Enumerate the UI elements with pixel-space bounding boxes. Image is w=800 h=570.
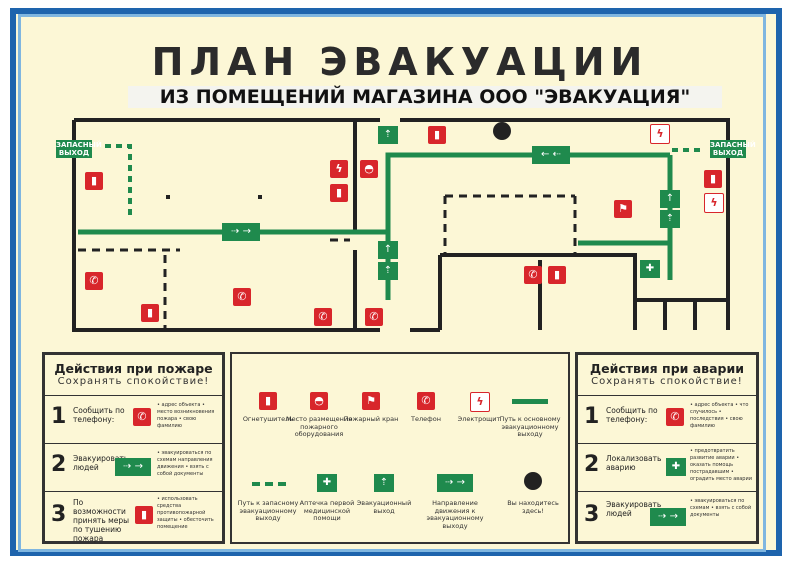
legend-label: Путь к запасному эвакуационному выходу — [237, 499, 299, 522]
fire-panel-heading: Действия при пожаре — [54, 361, 213, 376]
step-note: • адрес объекта • что случилось • послед… — [690, 402, 749, 429]
direction-sign-icon: ↑ — [378, 241, 398, 259]
step-text: По возможности принять меры по тушению п… — [73, 498, 130, 543]
step-number: 1 — [584, 404, 600, 429]
electric-panel-icon: ϟ — [470, 392, 490, 412]
you-are-here-icon — [524, 472, 542, 490]
fire-step-1: 1 Сообщить по телефону: ✆ • адрес объект… — [45, 395, 222, 444]
walls — [72, 118, 730, 332]
spare-routes — [105, 144, 705, 215]
legend-label: Направление движения к эвакуационному вы… — [426, 499, 484, 530]
accident-step-1: 1 Сообщить по телефону: ✆ • адрес объект… — [578, 395, 756, 444]
phone-icon: ✆ — [524, 266, 542, 284]
step-number: 3 — [51, 502, 67, 527]
fire-equipment-icon: ◓ — [310, 392, 328, 410]
phone-icon: ✆ — [417, 392, 435, 410]
step-note: • адрес объекта • место возникновения по… — [157, 402, 215, 429]
legend-label: Вы находитесь здесь! — [507, 499, 559, 515]
step-note: • эвакуироваться по схемам направления д… — [157, 450, 213, 477]
first-aid-icon: ✚ — [317, 474, 337, 492]
spare-exit-right-sign: ЗАПАСНЫЙ ВЫХОД — [710, 140, 756, 158]
step-number: 2 — [51, 452, 67, 477]
legend-label: Пожарный кран — [343, 415, 399, 423]
phone-icon: ✆ — [133, 408, 151, 426]
direction-sign-icon: ⇢ → — [222, 223, 260, 241]
phone-icon: ✆ — [314, 308, 332, 326]
legend-panel: ▮ Огнетушитель ◓ Место размещения пожарн… — [230, 352, 570, 544]
partitions — [78, 194, 577, 330]
direction-icon: ⇢ → — [115, 458, 151, 476]
legend-label: Аптечка первой медицинской помощи — [299, 499, 355, 522]
step-note: • эвакуироваться по схемам • взять с соб… — [690, 498, 752, 518]
step-note: • предотвратить развитие аварии • оказат… — [690, 448, 752, 482]
legend-label: Огнетушитель — [242, 415, 294, 423]
fire-actions-panel: Действия при пожаре Сохранять спокойстви… — [42, 352, 225, 544]
phone-icon: ✆ — [85, 272, 103, 290]
phone-icon: ✆ — [233, 288, 251, 306]
extinguisher-icon: ▮ — [330, 184, 348, 202]
direction-icon: ⇢ → — [650, 508, 686, 526]
spare-route-line — [252, 482, 286, 486]
step-text: Сообщить по телефону: — [73, 406, 125, 424]
direction-icon: ⇢ → — [437, 474, 473, 492]
accident-actions-panel: Действия при аварии Сохранять спокойстви… — [575, 352, 759, 544]
legend-label: Телефон — [411, 415, 441, 423]
step-text: Эвакуировать людей — [73, 454, 129, 472]
accident-step-2: 2 Локализовать аварию ✚ • предотвратить … — [578, 443, 756, 492]
electric-panel-icon: ϟ — [330, 160, 348, 178]
step-text: Эвакуировать людей — [606, 500, 662, 518]
first-aid-icon: ✚ — [666, 458, 686, 476]
legend-label: Путь к основному эвакуационному выходу — [499, 415, 561, 438]
step-text: Локализовать аварию — [606, 454, 662, 472]
you-are-here-icon — [493, 122, 511, 140]
plan-subtitle: ИЗ ПОМЕЩЕНИЙ МАГАЗИНА ООО "ЭВАКУАЦИЯ" — [128, 86, 722, 108]
legend-label: Эвакуационный выход — [356, 499, 412, 515]
electric-panel-icon: ϟ — [704, 193, 724, 213]
phone-icon: ✆ — [666, 408, 684, 426]
electric-panel-icon: ϟ — [650, 124, 670, 144]
step-number: 3 — [584, 502, 600, 527]
accident-panel-subheading: Сохранять спокойствие! — [591, 376, 743, 387]
exit-icon: ⇡ — [378, 262, 398, 280]
direction-sign-icon: ← ⇠ — [532, 146, 570, 164]
step-number: 2 — [584, 452, 600, 477]
fire-step-3: 3 По возможности принять меры по тушению… — [45, 491, 222, 543]
legend-label: Электрощит — [457, 415, 501, 423]
legend-label: Место размещения пожарного оборудования — [286, 415, 352, 438]
accident-panel-heading: Действия при аварии — [589, 361, 744, 376]
step-number: 1 — [51, 404, 67, 429]
markers — [166, 122, 511, 199]
fire-equipment-icon: ◓ — [360, 160, 378, 178]
extinguisher-icon: ▮ — [85, 172, 103, 190]
extinguisher-icon: ▮ — [548, 266, 566, 284]
step-note: • использовать средства противопожарной … — [157, 496, 214, 530]
spare-exit-left-sign: ЗАПАСНЫЙ ВЫХОД — [56, 140, 102, 158]
fire-panel-subheading: Сохранять спокойствие! — [57, 376, 210, 387]
main-route-line — [512, 399, 548, 404]
extinguisher-icon: ▮ — [704, 170, 722, 188]
extinguisher-icon: ▮ — [141, 304, 159, 322]
fire-step-2: 2 Эвакуировать людей ⇢ → • эвакуироватьс… — [45, 443, 222, 492]
first-aid-icon: ✚ — [640, 260, 660, 278]
exit-icon: ⇡ — [378, 126, 398, 144]
fire-hydrant-icon: ⚑ — [614, 200, 632, 218]
extinguisher-icon: ▮ — [135, 506, 153, 524]
fire-hydrant-icon: ⚑ — [362, 392, 380, 410]
plan-title: ПЛАН ЭВАКУАЦИИ — [151, 40, 649, 84]
step-text: Сообщить по телефону: — [606, 406, 658, 424]
accident-step-3: 3 Эвакуировать людей ⇢ → • эвакуироватьс… — [578, 491, 756, 542]
exit-icon: ⇡ — [660, 210, 680, 228]
extinguisher-icon: ▮ — [428, 126, 446, 144]
extinguisher-icon: ▮ — [259, 392, 277, 410]
direction-sign-icon: ↑ — [660, 190, 680, 208]
phone-icon: ✆ — [365, 308, 383, 326]
exit-icon: ⇡ — [374, 474, 394, 492]
